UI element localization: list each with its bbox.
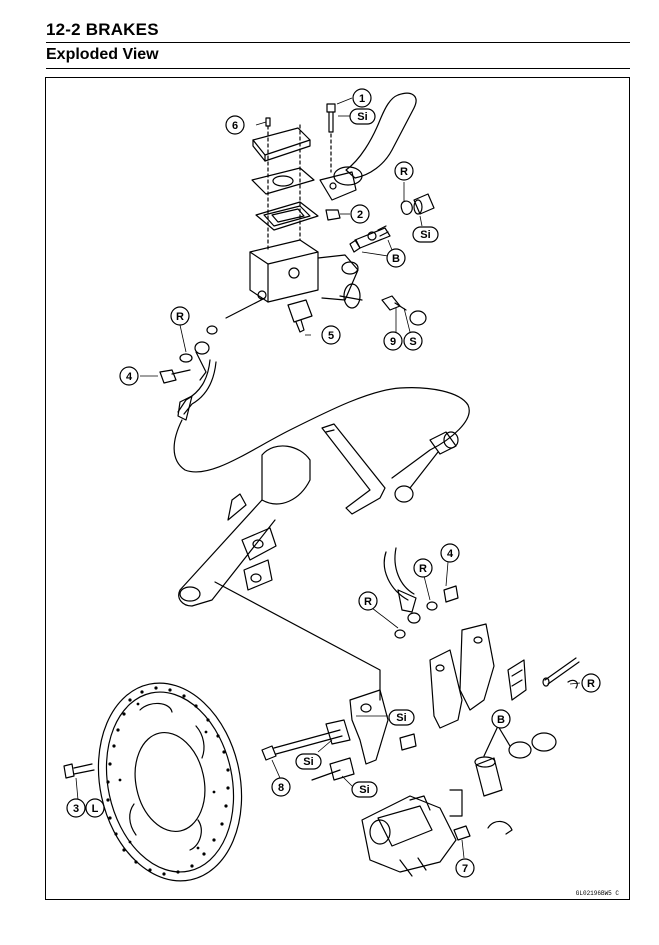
brake-caliper bbox=[361, 795, 457, 877]
svg-text:R: R bbox=[364, 596, 372, 608]
fork-leg bbox=[178, 445, 311, 607]
callouts: 1 2 6 5 9 4 4 8 bbox=[66, 88, 475, 878]
pad-pin bbox=[542, 657, 580, 689]
svg-text:3: 3 bbox=[73, 803, 79, 815]
svg-text:Si: Si bbox=[396, 712, 406, 724]
svg-text:R: R bbox=[419, 563, 427, 575]
caliper-piston-seals bbox=[474, 732, 557, 797]
caliper-holder bbox=[349, 689, 417, 765]
symbol-si-holder-top: Si bbox=[388, 709, 415, 726]
section-rule bbox=[46, 68, 630, 69]
symbol-r-washer-lower-left: R bbox=[358, 591, 378, 611]
caliper-mount-lines bbox=[449, 725, 511, 817]
svg-text:9: 9 bbox=[390, 336, 396, 348]
svg-text:7: 7 bbox=[462, 863, 468, 875]
symbol-b-piston: B bbox=[386, 248, 406, 268]
clamp-bolt bbox=[381, 295, 427, 326]
svg-text:R: R bbox=[400, 166, 408, 178]
brake-light-switch bbox=[287, 299, 313, 333]
svg-text:S: S bbox=[409, 336, 416, 348]
symbol-r-pad-pin-clip: R bbox=[581, 673, 601, 693]
diagram-frame bbox=[45, 77, 630, 900]
symbol-l-disc-bolt: L bbox=[85, 798, 105, 818]
figure-code: GL02196BW5 C bbox=[576, 890, 620, 897]
hose-bracket bbox=[321, 423, 386, 515]
brake-disc bbox=[97, 682, 243, 882]
callout-9: 9 bbox=[383, 331, 403, 351]
title-rule bbox=[46, 42, 630, 43]
leader-line bbox=[214, 581, 381, 701]
circlip bbox=[400, 200, 413, 215]
svg-text:6: 6 bbox=[232, 120, 238, 132]
svg-text:B: B bbox=[392, 253, 400, 265]
callout-6: 6 bbox=[225, 115, 245, 135]
svg-text:L: L bbox=[92, 803, 99, 815]
master-cylinder-body bbox=[249, 239, 363, 309]
upper-banjo-fitting bbox=[159, 325, 218, 384]
brake-lever bbox=[319, 92, 417, 201]
svg-text:R: R bbox=[587, 678, 595, 690]
symbol-r-washer-lower-right: R bbox=[413, 558, 433, 578]
svg-text:2: 2 bbox=[357, 209, 363, 221]
anti-rattle-spring bbox=[507, 659, 527, 701]
callout-7: 7 bbox=[455, 858, 475, 878]
symbol-r-circlip-upper: R bbox=[394, 161, 414, 181]
symbol-si-pin-left: Si bbox=[295, 753, 322, 770]
diaphragm bbox=[255, 201, 319, 231]
lower-hose bbox=[383, 547, 459, 639]
symbol-s-clamp-bolt: S bbox=[403, 331, 423, 351]
piston-assembly bbox=[349, 225, 391, 253]
svg-text:1: 1 bbox=[359, 93, 365, 105]
callout-8: 8 bbox=[271, 777, 291, 797]
brake-pads bbox=[429, 623, 495, 729]
svg-text:8: 8 bbox=[278, 782, 284, 794]
callout-leaders bbox=[75, 97, 581, 859]
symbol-callouts: Si Si Si Si Si R R R bbox=[85, 108, 601, 818]
callout-2: 2 bbox=[350, 204, 370, 224]
callout-5: 5 bbox=[321, 325, 341, 345]
caliper-pins bbox=[261, 719, 355, 781]
symbol-r-washer-upper: R bbox=[170, 306, 190, 326]
svg-text:4: 4 bbox=[447, 548, 454, 560]
pivot-bolt bbox=[326, 103, 336, 173]
dust-boot bbox=[413, 193, 435, 215]
svg-text:B: B bbox=[497, 714, 505, 726]
reservoir-cap bbox=[252, 117, 311, 251]
diaphragm-plate bbox=[251, 167, 315, 195]
svg-text:4: 4 bbox=[126, 371, 133, 383]
symbol-si-pin-bottom: Si bbox=[351, 781, 378, 798]
brake-hose bbox=[173, 297, 470, 479]
disc-bolt bbox=[63, 763, 95, 779]
callout-1: 1 bbox=[352, 88, 372, 108]
symbol-si-dust-boot: Si bbox=[412, 226, 439, 243]
bleed-valve bbox=[453, 820, 513, 841]
page-title: 12-2 BRAKES bbox=[46, 20, 159, 39]
symbol-si-lever-bolt: Si bbox=[349, 108, 376, 125]
disc-holes bbox=[106, 686, 230, 876]
svg-text:Si: Si bbox=[303, 756, 313, 768]
svg-text:5: 5 bbox=[328, 330, 334, 342]
svg-text:Si: Si bbox=[420, 229, 430, 241]
grommet bbox=[394, 431, 459, 503]
section-title: Exploded View bbox=[46, 46, 159, 63]
symbol-b-caliper-seals: B bbox=[491, 709, 511, 729]
callout-3: 3 bbox=[66, 798, 86, 818]
callout-4-upper: 4 bbox=[119, 366, 139, 386]
svg-text:Si: Si bbox=[357, 111, 367, 123]
svg-text:R: R bbox=[176, 311, 184, 323]
svg-text:Si: Si bbox=[359, 784, 369, 796]
pivot-nut bbox=[325, 209, 341, 221]
callout-4-lower: 4 bbox=[440, 543, 460, 563]
